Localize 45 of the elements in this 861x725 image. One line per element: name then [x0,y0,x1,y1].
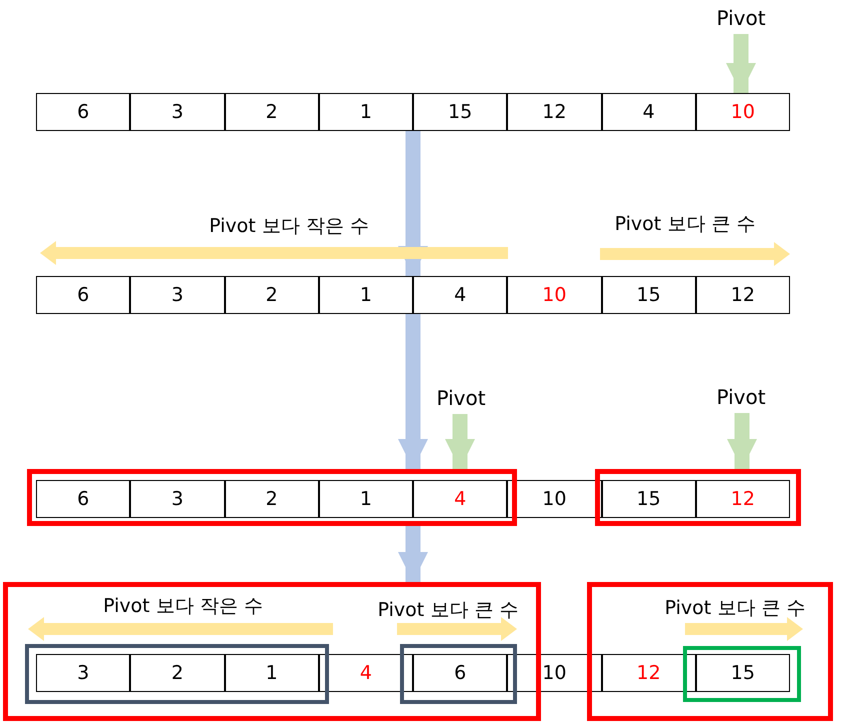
partition-box [27,469,517,526]
array-cell: 4 [318,654,413,692]
array-cell: 1 [318,276,413,314]
array-cell: 4 [602,93,696,131]
arrow [445,414,475,469]
annotation-text: Pivot 보다 큰 수 [664,596,806,621]
subarray-box [400,644,517,704]
array-cell: 2 [130,654,224,692]
array-cell: 1 [318,93,413,131]
partition-box [595,469,801,526]
pivot-label: Pivot [700,6,782,34]
array-cell: 15 [602,276,696,314]
sorted-box [683,646,801,702]
array-cell: 10 [507,480,602,518]
annotation-text: Pivot 보다 큰 수 [614,212,756,237]
array-cell: 15 [602,480,696,518]
array-cell: 2 [224,480,319,518]
arrow [398,131,428,276]
array-cell: 2 [224,93,319,131]
array-cell: 1 [224,654,319,692]
array-cell: 12 [507,93,602,131]
array-cell: 15 [413,93,508,131]
pivot-label: Pivot [700,385,782,413]
arrow [727,413,757,469]
arrow [726,34,756,93]
annotation-text: Pivot 보다 큰 수 [376,598,520,623]
arrow [398,526,428,582]
array-cell: 4 [413,480,508,518]
pivot-label: Pivot [420,386,502,414]
array-cell: 4 [413,276,508,314]
array-cell: 2 [224,276,319,314]
array-cell: 10 [507,276,602,314]
arrow [398,314,428,469]
annotation-text: Pivot 보다 작은 수 [208,214,370,239]
array-cell: 12 [602,654,696,692]
array-cell: 3 [130,93,224,131]
array-cell: 1 [318,480,413,518]
partition-box [3,582,541,721]
partition-box [587,582,833,721]
array-cell: 6 [413,654,508,692]
annotation-text: Pivot 보다 작은 수 [102,594,264,619]
array-cell: 10 [507,654,602,692]
array-cell: 3 [130,276,224,314]
subarray-box [25,644,329,704]
array-cell: 3 [130,480,224,518]
